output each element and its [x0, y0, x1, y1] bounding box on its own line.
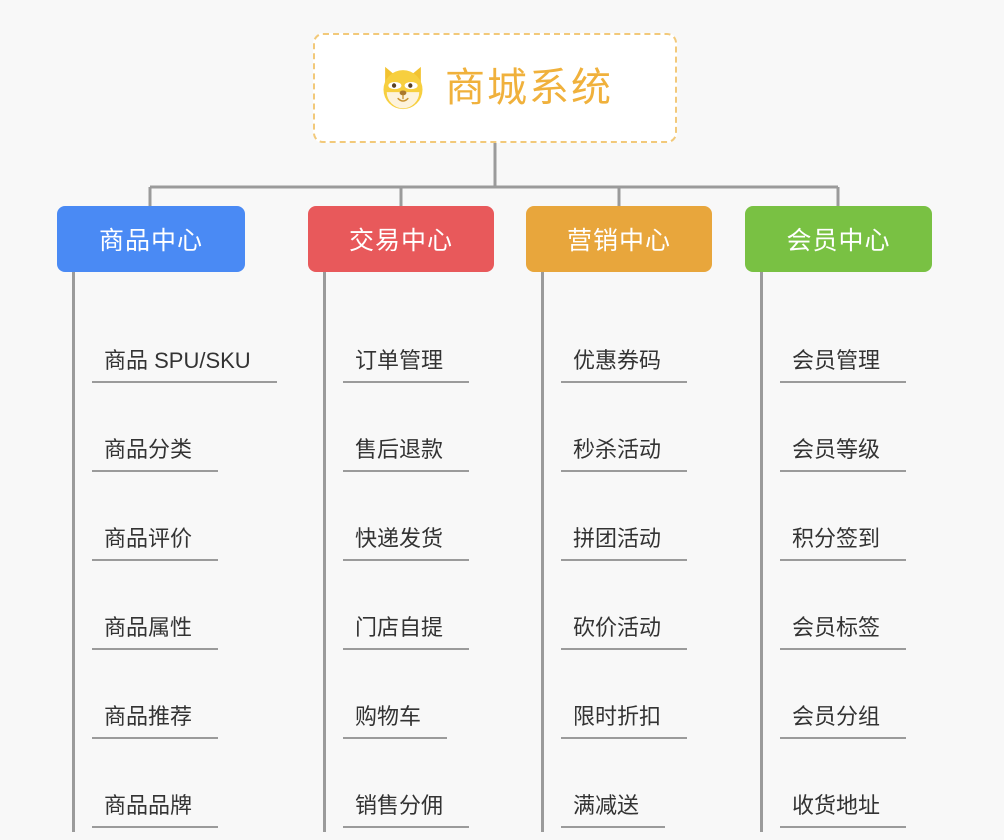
leaf-label: 积分签到: [780, 526, 907, 561]
category-label: 会员中心: [786, 227, 891, 255]
list-item[interactable]: 订单管理: [308, 298, 494, 387]
leaf-label: 商品属性: [92, 615, 219, 650]
leaf-label: 销售分佣: [343, 793, 470, 828]
column-product-center: 商品中心 商品 SPU/SKU 商品分类 商品评价 商品属性 商品推荐 商品品牌: [57, 206, 277, 832]
list-item[interactable]: 会员分组: [745, 654, 932, 743]
list-item[interactable]: 会员管理: [745, 298, 932, 387]
leaf-label: 秒杀活动: [561, 437, 688, 472]
leaf-label: 会员分组: [780, 704, 907, 739]
column-marketing-center: 营销中心 优惠券码 秒杀活动 拼团活动 砍价活动 限时折扣 满减送: [526, 206, 712, 832]
list-item[interactable]: 会员等级: [745, 387, 932, 476]
shiba-dog-icon: [383, 66, 423, 110]
list-item[interactable]: 门店自提: [308, 565, 494, 654]
category-header-trade-center[interactable]: 交易中心: [308, 206, 494, 272]
list-item[interactable]: 秒杀活动: [526, 387, 712, 476]
leaf-list-marketing-center: 优惠券码 秒杀活动 拼团活动 砍价活动 限时折扣 满减送: [526, 272, 712, 832]
leaf-label: 优惠券码: [561, 348, 688, 383]
root-title: 商城系统: [445, 66, 613, 110]
list-item[interactable]: 商品 SPU/SKU: [57, 298, 277, 387]
leaf-label: 门店自提: [343, 615, 470, 650]
leaf-label: 商品推荐: [92, 704, 219, 739]
list-item[interactable]: 商品属性: [57, 565, 277, 654]
list-item[interactable]: 商品推荐: [57, 654, 277, 743]
list-item[interactable]: 购物车: [308, 654, 494, 743]
leaf-label: 限时折扣: [561, 704, 688, 739]
column-trade-center: 交易中心 订单管理 售后退款 快递发货 门店自提 购物车 销售分佣: [308, 206, 494, 832]
root-node[interactable]: 商城系统: [313, 33, 677, 143]
leaf-list-member-center: 会员管理 会员等级 积分签到 会员标签 会员分组 收货地址: [745, 272, 932, 832]
leaf-label: 拼团活动: [561, 526, 688, 561]
list-item[interactable]: 销售分佣: [308, 743, 494, 832]
list-item[interactable]: 限时折扣: [526, 654, 712, 743]
category-label: 商品中心: [98, 227, 203, 255]
leaf-label: 商品品牌: [92, 793, 219, 828]
list-item[interactable]: 商品评价: [57, 476, 277, 565]
category-label: 营销中心: [566, 227, 671, 255]
list-item[interactable]: 售后退款: [308, 387, 494, 476]
column-member-center: 会员中心 会员管理 会员等级 积分签到 会员标签 会员分组 收货地址: [745, 206, 932, 832]
category-header-member-center[interactable]: 会员中心: [745, 206, 932, 272]
leaf-label: 售后退款: [343, 437, 470, 472]
category-header-marketing-center[interactable]: 营销中心: [526, 206, 712, 272]
leaf-label: 商品分类: [92, 437, 219, 472]
leaf-label: 会员等级: [780, 437, 907, 472]
list-item[interactable]: 优惠券码: [526, 298, 712, 387]
leaf-label: 购物车: [343, 704, 448, 739]
list-item[interactable]: 积分签到: [745, 476, 932, 565]
leaf-label: 商品评价: [92, 526, 219, 561]
list-item[interactable]: 商品品牌: [57, 743, 277, 832]
list-item[interactable]: 砍价活动: [526, 565, 712, 654]
category-header-product-center[interactable]: 商品中心: [57, 206, 245, 272]
list-item[interactable]: 满减送: [526, 743, 712, 832]
list-item[interactable]: 快递发货: [308, 476, 494, 565]
list-item[interactable]: 收货地址: [745, 743, 932, 832]
leaf-label: 快递发货: [343, 526, 470, 561]
category-label: 交易中心: [348, 227, 453, 255]
leaf-label: 收货地址: [780, 793, 907, 828]
leaf-list-trade-center: 订单管理 售后退款 快递发货 门店自提 购物车 销售分佣: [308, 272, 494, 832]
leaf-label: 砍价活动: [561, 615, 688, 650]
leaf-label: 会员标签: [780, 615, 907, 650]
list-item[interactable]: 商品分类: [57, 387, 277, 476]
list-item[interactable]: 会员标签: [745, 565, 932, 654]
leaf-label: 订单管理: [343, 348, 470, 383]
leaf-label: 商品 SPU/SKU: [92, 348, 277, 383]
leaf-list-product-center: 商品 SPU/SKU 商品分类 商品评价 商品属性 商品推荐 商品品牌: [57, 272, 277, 832]
leaf-label: 会员管理: [780, 348, 907, 383]
leaf-label: 满减送: [561, 793, 666, 828]
list-item[interactable]: 拼团活动: [526, 476, 712, 565]
